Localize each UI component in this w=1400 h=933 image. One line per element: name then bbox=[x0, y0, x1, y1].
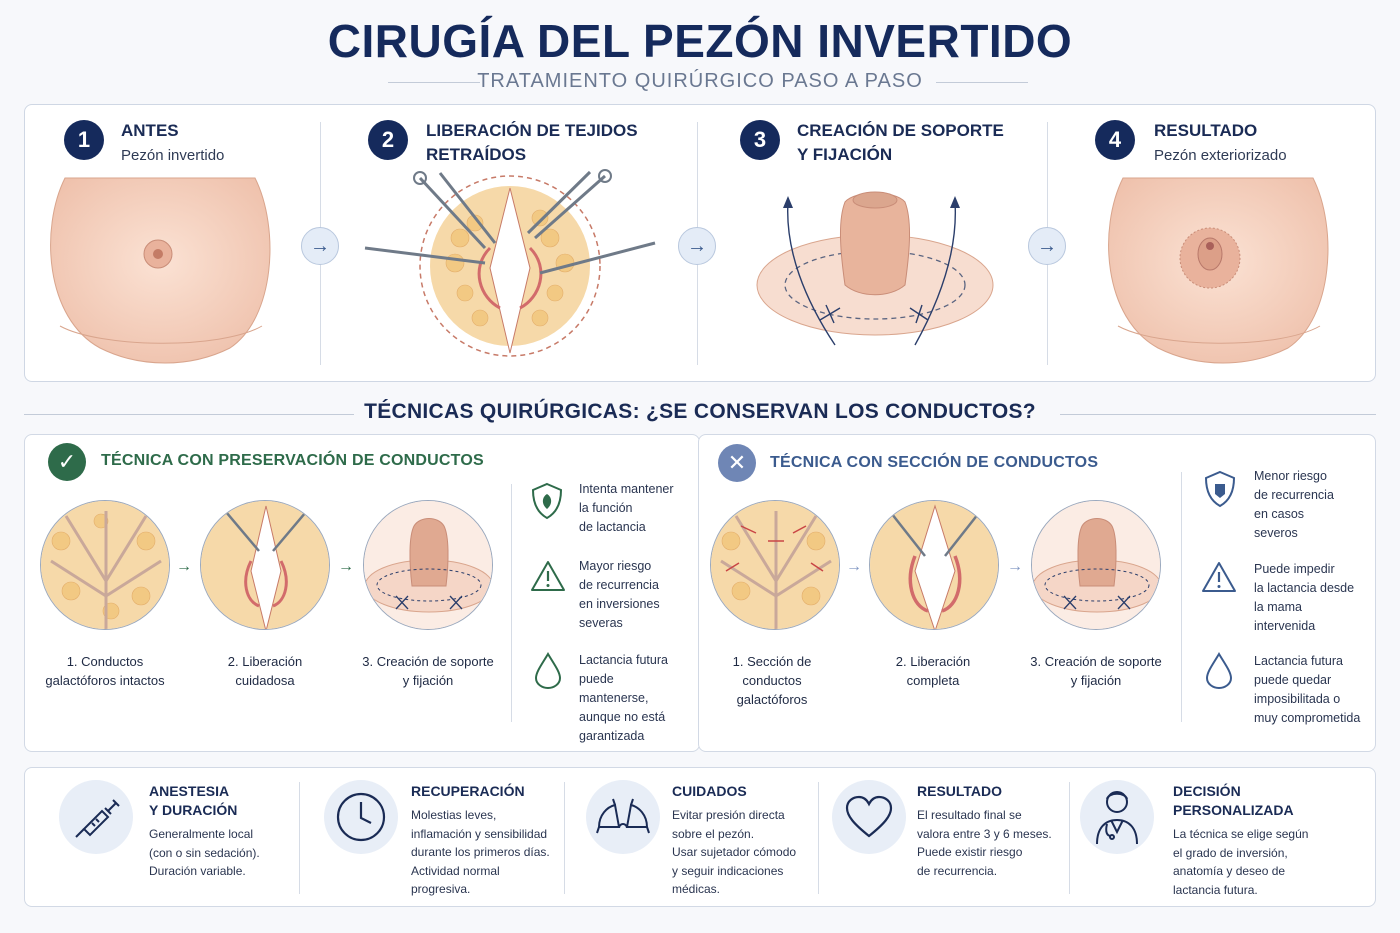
step-4-title: RESULTADO bbox=[1154, 121, 1258, 140]
info-separator-4 bbox=[1069, 782, 1070, 894]
shield-leaf-icon bbox=[531, 482, 563, 520]
ducts-intact-illustration bbox=[40, 500, 170, 630]
support-fixation-small-illustration bbox=[363, 500, 493, 630]
preserve-notes-separator bbox=[511, 484, 512, 722]
step-arrow-1-icon: → bbox=[301, 227, 339, 265]
preserve-caption-2: 2. Liberación cuidadosa bbox=[227, 654, 303, 688]
preserve-note-2: Mayor riesgo de recurrencia en inversion… bbox=[579, 559, 660, 630]
section-note-2: Puede impedir la lactancia desde la mama… bbox=[1254, 562, 1355, 633]
preserve-caption-1: 1. Conductos galactóforos intactos bbox=[45, 654, 165, 688]
drop-icon bbox=[1205, 652, 1233, 690]
page-subtitle: TRATAMIENTO QUIRÚRGICO PASO A PASO bbox=[477, 70, 923, 92]
preserve-note-3: Lactancia futura puede mantenerse, aunqu… bbox=[579, 653, 668, 743]
step-3-number: 3 bbox=[740, 120, 780, 160]
info-separator-2 bbox=[564, 782, 565, 894]
section-caption-1: 1. Sección de conductos galactóforos bbox=[732, 654, 812, 707]
subtitle-rule-left bbox=[388, 82, 480, 83]
support-fixation-small-illustration bbox=[1031, 500, 1161, 630]
warning-icon bbox=[531, 561, 565, 591]
subtitle-rule-right bbox=[936, 82, 1028, 83]
support-fixation-illustration bbox=[756, 191, 994, 346]
info-4-text: El resultado final se valora entre 3 y 6… bbox=[917, 808, 1052, 878]
step-1-title: ANTES bbox=[121, 121, 179, 140]
section-notes-separator bbox=[1181, 472, 1182, 722]
arrow-right-icon: → bbox=[176, 558, 192, 575]
preserve-caption-3: 3. Creación de soporte y fijación bbox=[362, 654, 494, 688]
shield-icon bbox=[1204, 470, 1236, 508]
step-2-title: LIBERACIÓN DE TEJIDOS bbox=[426, 121, 638, 140]
step-1-number: 1 bbox=[64, 120, 104, 160]
checkmark-icon: ✓ bbox=[48, 443, 86, 481]
step-3-title: CREACIÓN DE SOPORTE bbox=[797, 121, 1004, 140]
section-rule-left bbox=[24, 414, 354, 415]
arrow-right-icon: → bbox=[1007, 558, 1023, 575]
step-4-subtitle: Pezón exteriorizado bbox=[1154, 147, 1287, 164]
complete-release-illustration bbox=[869, 500, 999, 630]
ducts-sectioned-illustration bbox=[710, 500, 840, 630]
step-3-title-line2: Y FIJACIÓN bbox=[797, 145, 893, 164]
doctor-icon bbox=[1080, 780, 1154, 854]
info-2-title: RECUPERACIÓN bbox=[411, 783, 525, 799]
clock-icon bbox=[324, 780, 398, 854]
preserve-note-1: Intenta mantener la función de lactancia bbox=[579, 482, 674, 534]
step-2-title-line2: RETRAÍDOS bbox=[426, 145, 527, 164]
step-2-number: 2 bbox=[368, 120, 408, 160]
section-note-3: Lactancia futura puede quedar imposibili… bbox=[1254, 654, 1361, 725]
breast-everted-illustration bbox=[1108, 177, 1329, 364]
info-5-title: DECISIÓN PERSONALIZADA bbox=[1173, 783, 1294, 818]
section-caption-3: 3. Creación de soporte y fijación bbox=[1030, 654, 1162, 688]
warning-icon bbox=[1202, 562, 1236, 592]
step-1-subtitle: Pezón invertido bbox=[121, 147, 225, 164]
technique-preserve-title: TÉCNICA CON PRESERVACIÓN DE CONDUCTOS bbox=[101, 452, 484, 469]
careful-release-illustration bbox=[200, 500, 330, 630]
info-5-text: La técnica se elige según el grado de in… bbox=[1173, 827, 1309, 897]
heart-icon bbox=[832, 780, 906, 854]
step-4-number: 4 bbox=[1095, 120, 1135, 160]
section-caption-2: 2. Liberación completa bbox=[895, 654, 971, 688]
section-rule-right bbox=[1060, 414, 1376, 415]
info-panel bbox=[24, 767, 1376, 907]
info-1-title: ANESTESIA Y DURACIÓN bbox=[149, 783, 238, 818]
tissue-release-illustration bbox=[364, 169, 656, 357]
info-separator-1 bbox=[299, 782, 300, 894]
info-1-text: Generalmente local (con o sin sedación).… bbox=[149, 827, 260, 878]
breast-inverted-illustration bbox=[50, 177, 271, 364]
info-4-title: RESULTADO bbox=[917, 783, 1003, 799]
info-2-text: Molestias leves, inflamación y sensibili… bbox=[411, 808, 550, 896]
info-3-text: Evitar presión directa sobre el pezón. U… bbox=[672, 808, 797, 896]
info-separator-3 bbox=[818, 782, 819, 894]
step-arrow-3-icon: → bbox=[1028, 227, 1066, 265]
close-icon: ✕ bbox=[718, 444, 756, 482]
technique-section-title: TÉCNICA CON SECCIÓN DE CONDUCTOS bbox=[770, 454, 1099, 471]
arrow-right-icon: → bbox=[846, 558, 862, 575]
drop-icon bbox=[534, 652, 562, 690]
section-title: TÉCNICAS QUIRÚRGICAS: ¿SE CONSERVAN LOS … bbox=[364, 400, 1036, 423]
section-note-1: Menor riesgo de recurrencia en casos sev… bbox=[1254, 469, 1334, 540]
syringe-icon bbox=[59, 780, 133, 854]
arrow-right-icon: → bbox=[338, 558, 354, 575]
info-3-title: CUIDADOS bbox=[672, 783, 747, 799]
page-title: CIRUGÍA DEL PEZÓN INVERTIDO bbox=[327, 15, 1073, 67]
step-arrow-2-icon: → bbox=[678, 227, 716, 265]
bra-icon bbox=[586, 780, 660, 854]
